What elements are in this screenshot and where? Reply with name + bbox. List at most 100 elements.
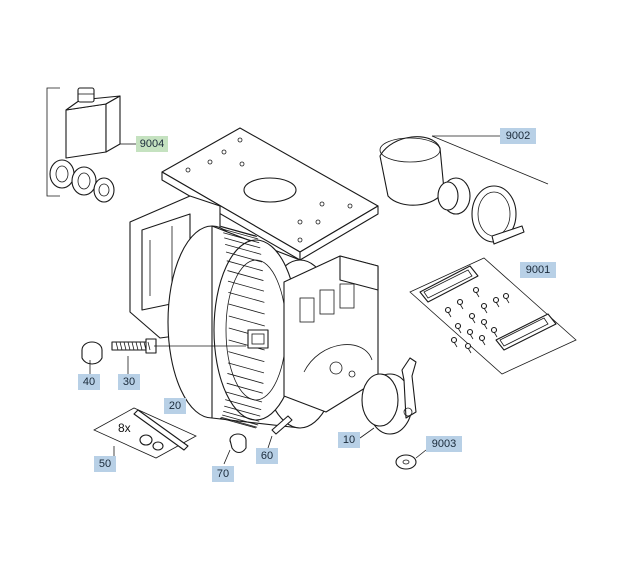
callout-60: 60 [256,448,278,464]
thread-line [143,341,147,351]
screw [450,336,458,344]
callout-9004: 9004 [136,136,168,152]
part-10-hub [359,357,417,439]
screw-shank [447,311,452,318]
screw [456,298,464,306]
tread-groove [225,243,262,255]
tread-groove [222,414,259,426]
part-70-cap [223,433,247,465]
tread-groove [224,405,261,417]
part-9003-washer [395,449,427,470]
screw [492,296,500,304]
callout-30-label: 30 [123,376,135,388]
tread-groove [219,225,257,237]
thread-line [123,341,127,351]
quantity-note: 8x [118,421,131,435]
kit-9002-group [379,135,549,245]
thread-line [115,341,119,351]
thread-line [147,341,151,351]
screw [466,328,474,336]
tread-groove [223,410,260,422]
tread-groove [227,373,264,384]
callout-70: 70 [212,466,234,482]
tread-groove [227,280,265,292]
tread-groove [225,391,263,403]
callout-9004-label: 9004 [140,138,164,150]
tread-groove [226,260,263,272]
tread-groove [228,303,265,315]
screw [502,292,510,300]
tread-groove [227,270,264,281]
screw [444,306,452,314]
part-40-cap [81,341,103,374]
screw-shank [457,327,462,334]
tread-groove [228,291,265,303]
callout-20-label: 20 [169,400,181,412]
thread-line [119,341,123,351]
kit-9001-group [409,257,577,375]
tread-groove [228,351,265,363]
callout-40-label: 40 [83,376,95,388]
callout-9003-label: 9003 [432,438,456,450]
wheel-tread [219,225,265,429]
tread-groove [223,232,260,244]
screw-shank [493,331,498,338]
callout-9001-label: 9001 [526,264,550,276]
callout-10-label: 10 [343,434,355,446]
tread-groove [225,399,262,411]
callout-30: 30 [118,374,140,390]
callout-50: 50 [94,456,116,472]
screw-shank [453,341,458,348]
thread-line [135,341,139,351]
thread-line [131,341,135,351]
screw-shank [467,347,472,354]
callout-40: 40 [78,374,100,390]
callout-10: 10 [338,432,360,448]
kit-9004-group [46,87,136,203]
screw [472,286,480,294]
thread-line [139,341,143,351]
part-30-bolt [111,338,246,374]
callout-9002: 9002 [500,128,536,144]
tread-groove [222,228,259,240]
callout-50-label: 50 [99,458,111,470]
screw-shank [469,333,474,340]
bolt-thread [115,341,151,351]
callout-9003: 9003 [426,436,462,452]
screw-shank [505,297,510,304]
tread-groove [228,315,265,327]
tread-groove [224,237,261,249]
part-60-pin [267,415,293,449]
callout-9002-label: 9002 [506,130,530,142]
kit-9001-screws [444,286,510,354]
tread-groove [220,226,258,238]
screw-shank [481,339,486,346]
screw [490,326,498,334]
screw [480,302,488,310]
screw-shank [471,317,476,324]
tread-groove [227,362,265,374]
tread-groove [220,416,258,428]
screw [464,342,472,350]
callout-70-label: 70 [217,468,229,480]
top-mounting-plate [161,127,379,261]
side-bracket [283,255,379,413]
tread-groove [225,251,263,263]
screw [468,312,476,320]
screw [478,334,486,342]
callout-9001: 9001 [520,262,556,278]
kit-50-group [93,407,197,459]
screw-shank [475,291,480,298]
screw-shank [459,303,464,310]
screw-shank [483,323,488,330]
tread-groove [226,382,263,394]
screw-shank [495,301,500,308]
thread-line [127,341,131,351]
tread-groove [219,417,257,429]
callout-20: 20 [164,398,186,414]
screw-shank [483,307,488,314]
screw [454,322,462,330]
screw [480,318,488,326]
